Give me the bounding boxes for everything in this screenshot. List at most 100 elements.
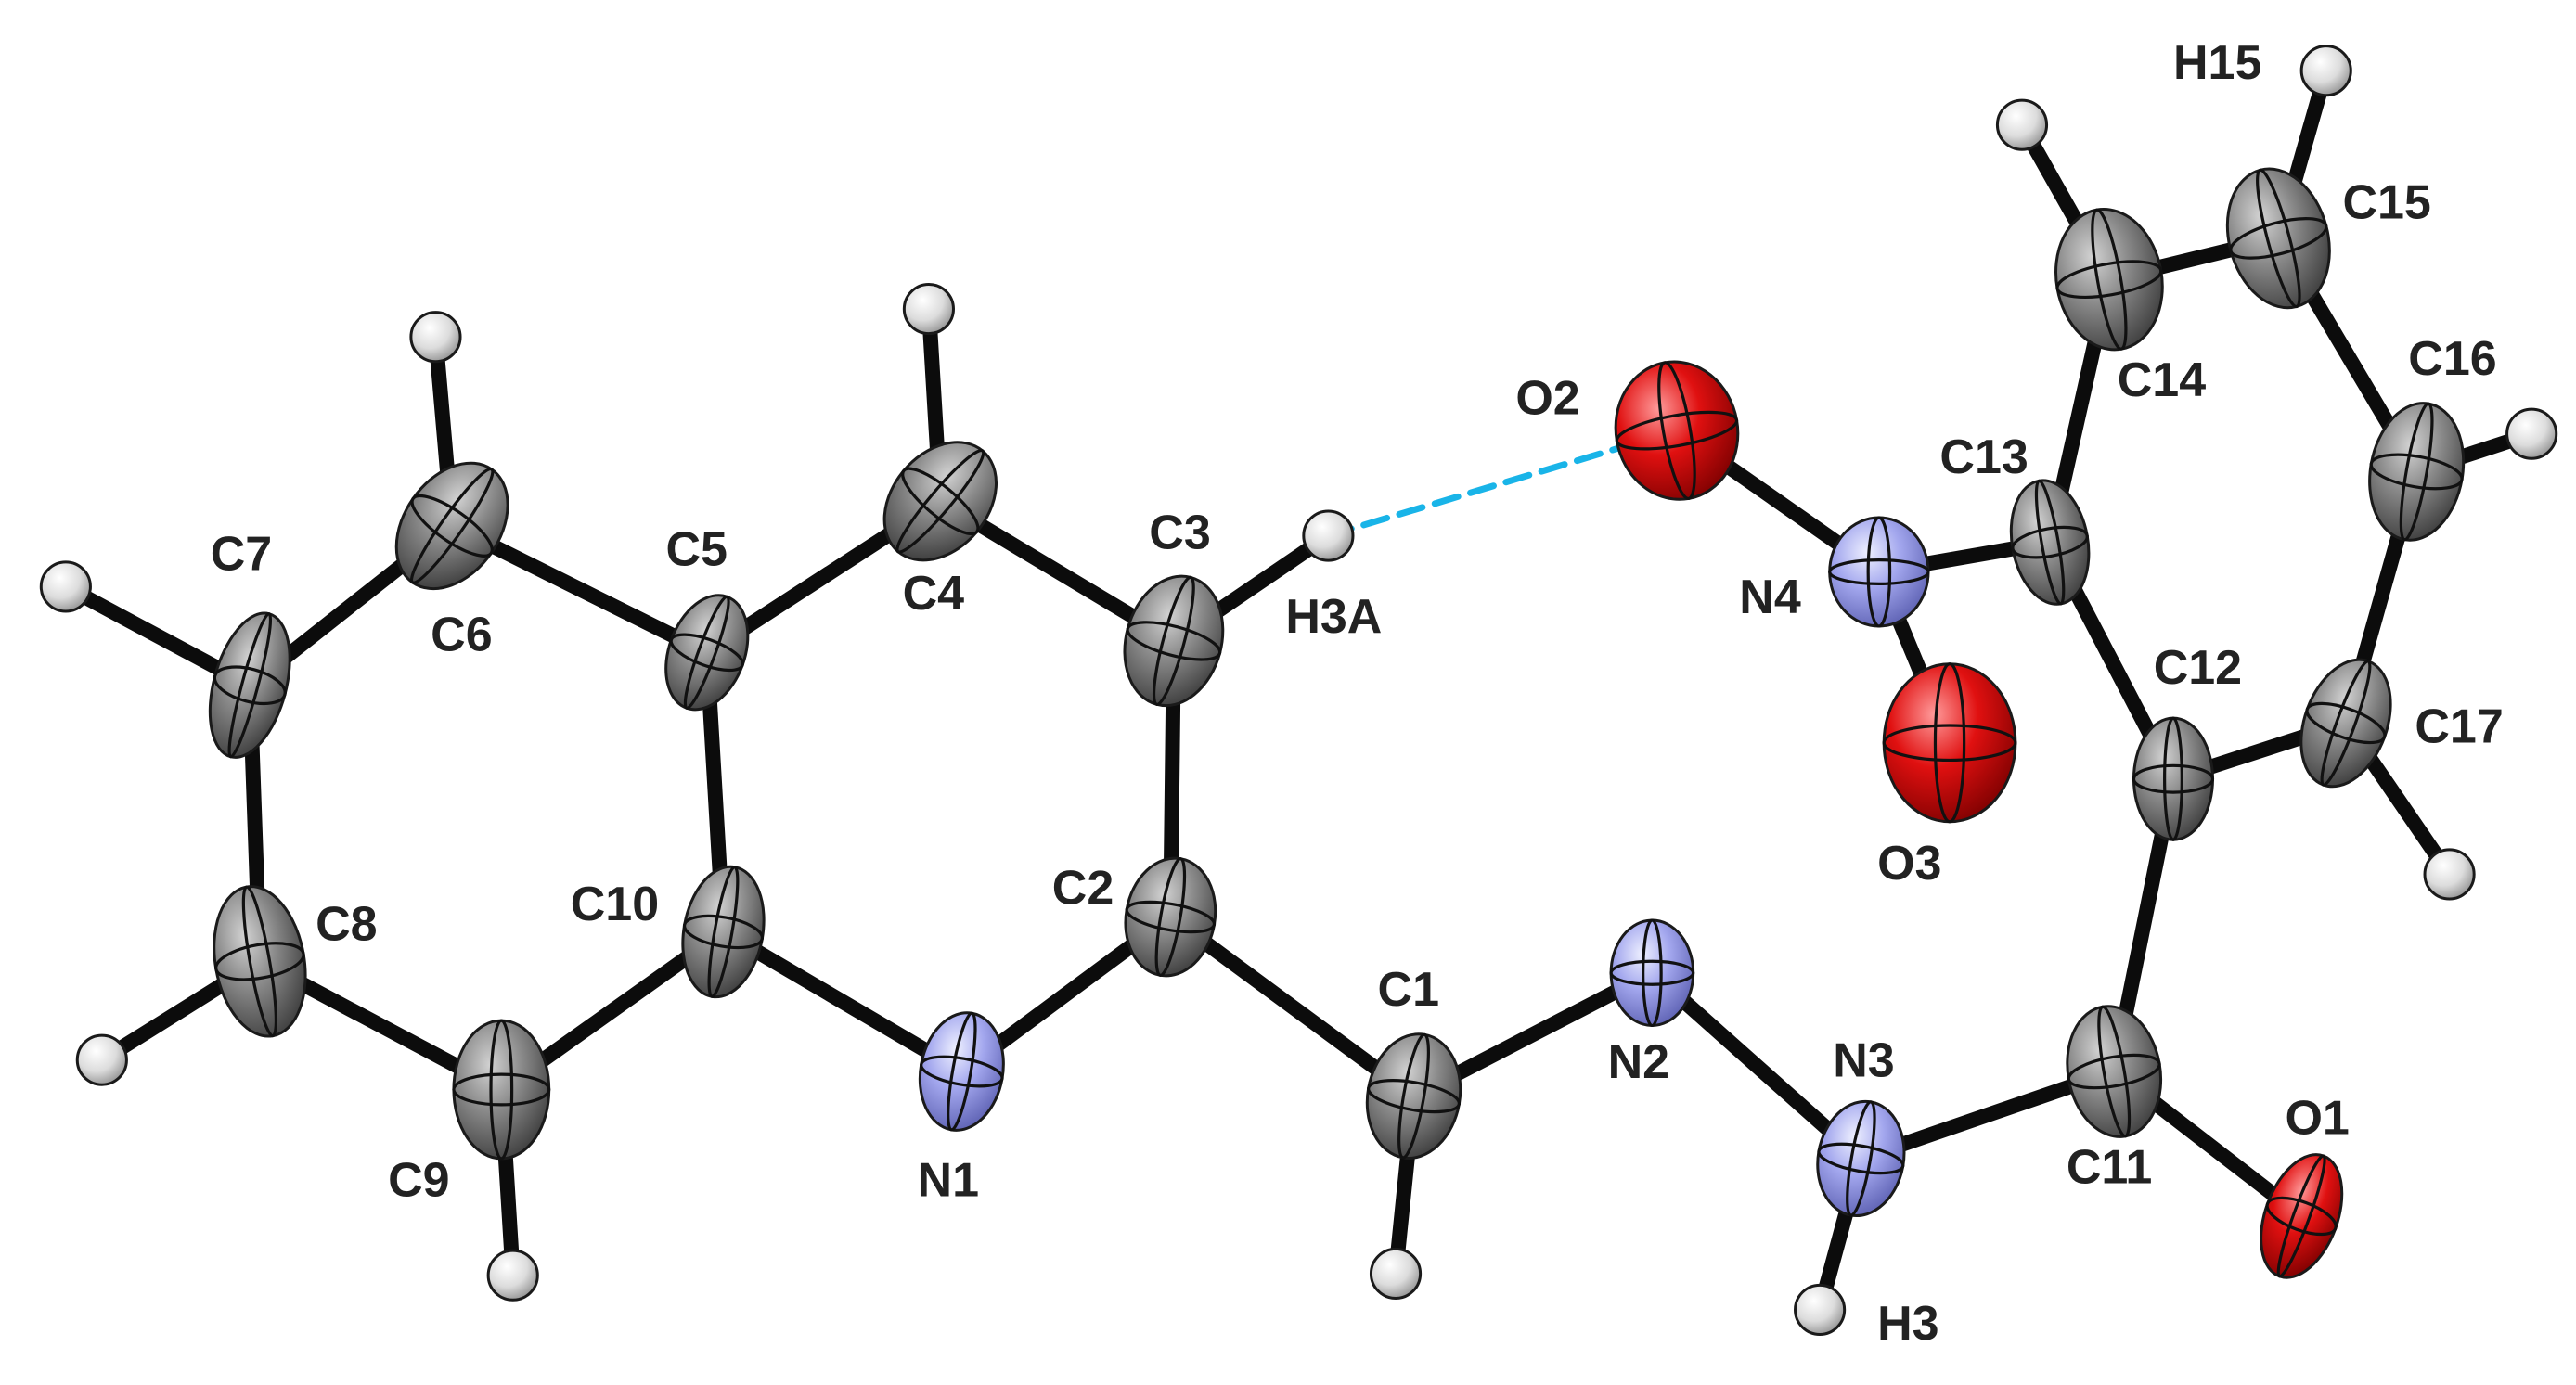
atom-label-c9: C9 bbox=[388, 1154, 449, 1208]
principal-ellipse-n2 bbox=[1609, 959, 1695, 986]
principal-ellipse-c16 bbox=[2399, 402, 2434, 542]
atom-c10 bbox=[681, 865, 766, 999]
principal-ellipse-c10 bbox=[682, 914, 765, 950]
principal-ellipse-c15 bbox=[2256, 168, 2301, 309]
atom-ellipsoid-h-c9 bbox=[486, 1249, 539, 1302]
principal-ellipse-o3 bbox=[1933, 662, 1966, 824]
atom-label-o3: O3 bbox=[1877, 837, 1941, 891]
atom-h-c8 bbox=[75, 1033, 128, 1086]
atom-h15 bbox=[2299, 45, 2352, 97]
atom-labels-layer: C1C2C3C4C5C6C7C8C9C10C11C12C13C14C15C16C… bbox=[211, 36, 2504, 1351]
atom-ellipsoid-h-c8 bbox=[75, 1033, 128, 1086]
principal-ellipse-c15 bbox=[2229, 217, 2328, 260]
atom-ellipsoid-c7 bbox=[208, 611, 291, 759]
atom-ellipsoid-h-c1 bbox=[1369, 1247, 1423, 1301]
principal-ellipse-o1 bbox=[2265, 1196, 2338, 1237]
principal-ellipse-c6 bbox=[409, 467, 495, 584]
atom-h-c9 bbox=[486, 1249, 539, 1302]
atom-c12 bbox=[2132, 716, 2215, 841]
principal-ellipse-c13 bbox=[2011, 525, 2089, 559]
atom-label-n4: N4 bbox=[1739, 571, 1801, 624]
atom-label-c2: C2 bbox=[1052, 861, 1114, 915]
atom-ellipsoid-h-c7 bbox=[39, 560, 92, 613]
atom-label-n3: N3 bbox=[1833, 1033, 1894, 1087]
principal-ellipse-c10 bbox=[707, 866, 740, 998]
atom-c8 bbox=[213, 885, 307, 1038]
principal-ellipse-n3 bbox=[1817, 1142, 1905, 1175]
atom-n3 bbox=[1816, 1099, 1906, 1218]
atom-h-c16 bbox=[2505, 407, 2558, 460]
atom-ellipsoid-c9 bbox=[452, 1019, 551, 1161]
atom-ellipsoid-c3 bbox=[1123, 574, 1225, 708]
atom-h-c6 bbox=[409, 311, 462, 364]
atom-label-c7: C7 bbox=[211, 528, 272, 582]
atom-label-c14: C14 bbox=[2118, 353, 2206, 407]
atom-label-o1: O1 bbox=[2285, 1091, 2349, 1145]
atom-label-c13: C13 bbox=[1939, 430, 2028, 484]
principal-ellipse-c11 bbox=[2097, 1005, 2132, 1138]
principal-ellipse-c14 bbox=[2055, 260, 2163, 299]
atom-n4 bbox=[1828, 516, 1930, 628]
atom-label-n2: N2 bbox=[1608, 1035, 1669, 1089]
atom-ellipsoid-n4 bbox=[1828, 516, 1930, 628]
atom-c11 bbox=[2066, 1005, 2163, 1138]
principal-ellipse-c1 bbox=[1367, 1079, 1462, 1114]
atom-label-c4: C4 bbox=[903, 567, 965, 621]
atom-c14 bbox=[2054, 207, 2164, 352]
atom-c15 bbox=[2225, 167, 2331, 310]
atom-label-c15: C15 bbox=[2342, 176, 2430, 230]
principal-ellipse-c4 bbox=[901, 467, 980, 536]
atom-ellipsoid-h3 bbox=[1794, 1283, 1847, 1336]
atom-n1 bbox=[918, 1011, 1005, 1132]
atom-ellipsoid-h15 bbox=[2299, 45, 2352, 97]
principal-ellipse-c2 bbox=[1125, 900, 1217, 934]
principal-ellipse-c9 bbox=[489, 1019, 514, 1161]
atom-c16 bbox=[2368, 402, 2466, 542]
principal-ellipse-c5 bbox=[683, 595, 730, 710]
principal-ellipse-c6 bbox=[410, 494, 494, 558]
atom-o2 bbox=[1614, 360, 1740, 501]
atom-ellipsoid-h-c16 bbox=[2505, 407, 2558, 460]
atom-c17 bbox=[2299, 658, 2392, 789]
principal-ellipse-c5 bbox=[669, 633, 744, 673]
atom-ellipsoid-c12 bbox=[2132, 716, 2214, 841]
atom-label-c6: C6 bbox=[431, 609, 492, 662]
principal-ellipse-n2 bbox=[1642, 918, 1663, 1028]
atom-c1 bbox=[1365, 1032, 1462, 1160]
atom-label-h3a: H3A bbox=[1285, 590, 1382, 644]
atom-n2 bbox=[1609, 918, 1695, 1028]
atom-label-h15: H15 bbox=[2173, 36, 2261, 90]
principal-ellipse-n3 bbox=[1846, 1100, 1876, 1217]
atom-c3 bbox=[1123, 574, 1225, 708]
principal-ellipse-o2 bbox=[1657, 361, 1696, 501]
principal-ellipse-c17 bbox=[2320, 660, 2372, 787]
atom-label-c11: C11 bbox=[2067, 1141, 2153, 1195]
principal-ellipse-c3 bbox=[1126, 621, 1222, 661]
bond-c10-n1 bbox=[715, 924, 970, 1080]
principal-ellipse-c4 bbox=[895, 448, 985, 554]
atom-label-c5: C5 bbox=[665, 522, 727, 576]
atom-ellipsoid-h-c17 bbox=[2423, 848, 2476, 901]
principal-ellipse-c1 bbox=[1397, 1032, 1431, 1160]
atom-h3 bbox=[1794, 1283, 1847, 1336]
atom-ellipsoid-n2 bbox=[1609, 918, 1695, 1027]
atom-ellipsoid-c4 bbox=[882, 441, 998, 562]
atom-c6 bbox=[394, 461, 509, 591]
principal-ellipse-c16 bbox=[2369, 453, 2464, 491]
atom-h3a bbox=[1302, 509, 1355, 562]
principal-ellipse-c8 bbox=[241, 885, 278, 1038]
atom-o3 bbox=[1882, 662, 2017, 824]
principal-ellipse-c2 bbox=[1154, 857, 1187, 977]
atom-o1 bbox=[2260, 1153, 2344, 1279]
principal-ellipse-n1 bbox=[947, 1011, 977, 1132]
atom-h-c4 bbox=[902, 282, 955, 336]
atom-ellipsoid-h3a bbox=[1302, 509, 1355, 562]
principal-ellipse-c8 bbox=[214, 942, 305, 981]
principal-ellipse-n1 bbox=[920, 1055, 1004, 1088]
principal-ellipse-o2 bbox=[1615, 410, 1739, 451]
atom-label-c1: C1 bbox=[1378, 963, 1439, 1017]
atom-ellipsoid-h-c6 bbox=[409, 311, 462, 364]
bond-c1-c2 bbox=[1163, 909, 1422, 1104]
principal-ellipse-c14 bbox=[2091, 208, 2128, 351]
atom-ellipsoid-o1 bbox=[2260, 1153, 2344, 1279]
